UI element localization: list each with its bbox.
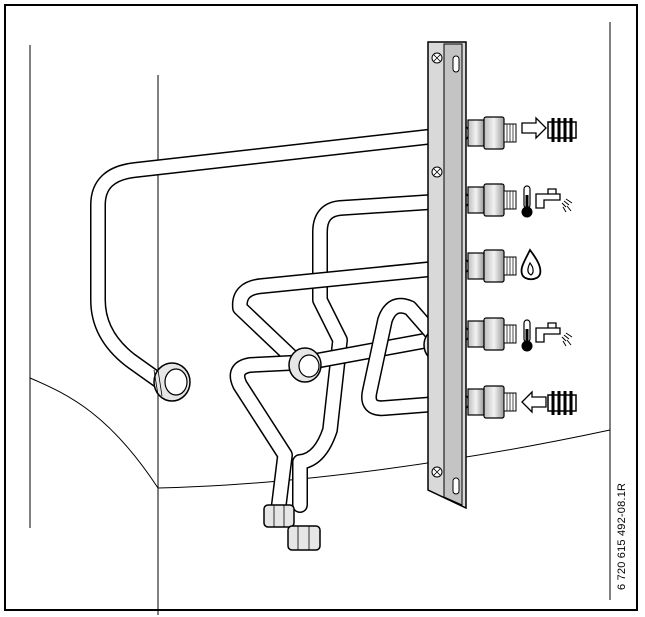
gas-flame-icon xyxy=(520,248,542,281)
appliance-outline xyxy=(29,22,611,615)
pipe-hot-water-2 xyxy=(292,192,470,513)
mounting-rail xyxy=(427,41,467,510)
hot-water-outlet-icon xyxy=(521,319,573,352)
fitting-middle-nut xyxy=(288,347,322,383)
heating-flow-icon xyxy=(521,116,577,142)
rail-fittings xyxy=(467,116,517,419)
rail-fitting-2 xyxy=(467,183,517,217)
rail-fitting-1 xyxy=(467,116,517,150)
pipe-hot-water-4 xyxy=(229,326,470,520)
hot-water-outlet-icon xyxy=(521,185,573,218)
pipe-heating-return xyxy=(361,297,470,417)
rail-fitting-3 xyxy=(467,249,517,283)
heating-return-icon xyxy=(521,390,577,415)
rail-fitting-5 xyxy=(467,385,517,419)
figure-reference-code: 6 720 615 492-08.1R xyxy=(616,482,628,590)
rail-fitting-4 xyxy=(467,317,517,351)
pipe-gas xyxy=(231,258,470,373)
pipe-heating-flow xyxy=(90,125,470,393)
fitting-left-nut xyxy=(153,362,191,402)
fitting-bottom-nuts xyxy=(263,504,321,551)
